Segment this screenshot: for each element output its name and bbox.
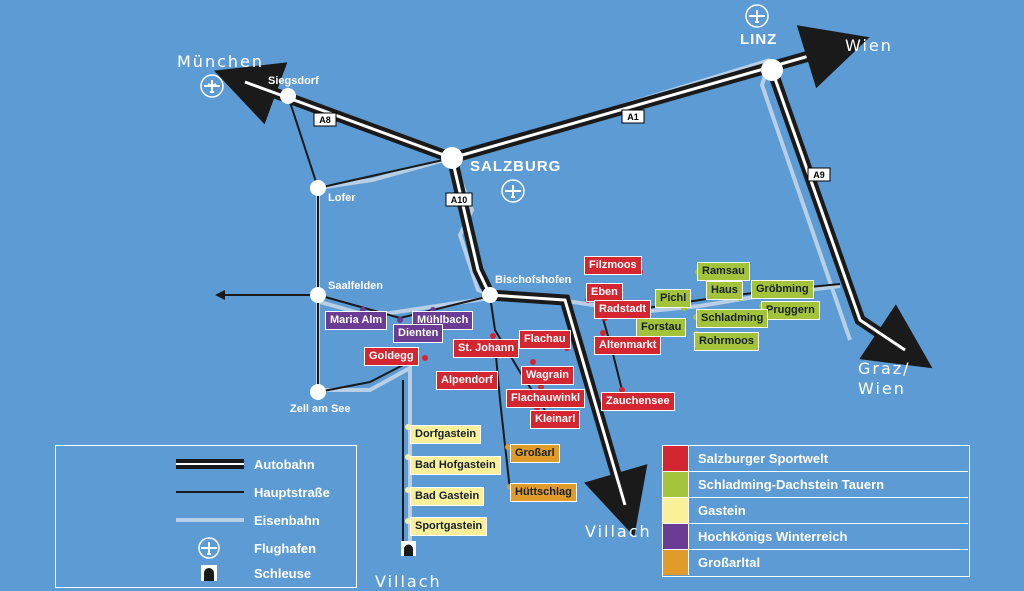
place-huettschlag: Hüttschlag	[510, 483, 577, 502]
place-bad-gastein: Bad Gastein	[410, 487, 485, 506]
label-saalfelden: Saalfelden	[328, 280, 383, 292]
place-pichl: Pichl	[655, 289, 692, 308]
legend-schleuse-label: Schleuse	[254, 565, 312, 581]
place-radstadt: Radstadt	[594, 300, 652, 319]
place-zauchensee: Zauchensee	[601, 392, 675, 411]
region-label: Schladming-Dachstein Tauern	[698, 477, 885, 492]
region-swatch	[663, 550, 689, 575]
region-sportwelt: Salzburger Sportwelt	[663, 446, 968, 472]
hauptstrasse-symbol	[176, 491, 244, 493]
airport-linz	[745, 4, 769, 28]
airplane-icon	[501, 179, 525, 203]
legend-autobahn-label: Autobahn	[254, 456, 315, 472]
region-swatch	[663, 498, 689, 523]
label-lofer: Lofer	[328, 192, 356, 204]
place-dienten: Dienten	[393, 324, 444, 343]
legend-hauptstrasse-label: Hauptstraße	[254, 484, 330, 500]
tunnel-icon-map	[401, 541, 416, 556]
road-shields: A8 A1 A10 A9	[313, 109, 831, 207]
label-zell-am-see: Zell am See	[290, 403, 351, 415]
place-schladming: Schladming	[696, 309, 769, 328]
place-kleinarl: Kleinarl	[530, 410, 581, 429]
region-hochkoenig: Hochkönigs Winterreich	[663, 524, 968, 550]
dest-graz-wien: Wien	[858, 379, 906, 398]
dest-villach-bottom: Villach	[375, 572, 442, 591]
legend-flughafen: Flughafen	[56, 536, 316, 560]
place-st-johann: St. Johann	[453, 339, 520, 358]
autobahn-symbol	[176, 459, 244, 469]
place-filzmoos: Filzmoos	[584, 256, 642, 275]
city-nodes	[280, 59, 783, 400]
node-salzburg	[441, 147, 463, 169]
airport-muenchen	[200, 74, 224, 98]
place-goldegg: Goldegg	[364, 347, 419, 366]
node-linz	[761, 59, 783, 81]
dest-villach-center: Villach	[585, 522, 652, 541]
legend-autobahn: Autobahn	[56, 456, 315, 472]
tunnel-icon	[201, 565, 217, 581]
road-a9: A9	[813, 170, 825, 180]
place-forstau: Forstau	[636, 318, 687, 337]
eisenbahn-symbol	[176, 518, 244, 522]
place-maria-alm: Maria Alm	[325, 311, 388, 330]
node-lofer	[310, 180, 326, 196]
regions-legend: Salzburger Sportwelt Schladming-Dachstei…	[662, 445, 970, 577]
road-a1: A1	[627, 112, 639, 122]
place-wagrain: Wagrain	[521, 366, 574, 385]
label-bischofshofen: Bischofshofen	[495, 274, 572, 286]
legend: Autobahn Hauptstraße Eisenbahn Flughafen…	[55, 445, 357, 588]
region-label: Großarltal	[698, 555, 761, 570]
node-zell	[310, 384, 326, 400]
label-siegsdorf: Siegsdorf	[268, 75, 319, 87]
airplane-icon	[200, 74, 224, 98]
place-pruggern: Pruggern	[761, 301, 820, 320]
region-grossarltal: Großarltal	[663, 550, 968, 575]
region-label: Salzburger Sportwelt	[698, 451, 829, 466]
region-schladming: Schladming-Dachstein Tauern	[663, 472, 968, 498]
dest-muenchen: München	[177, 52, 264, 71]
autobahn-lines	[214, 25, 933, 537]
region-label: Hochkönigs Winterreich	[698, 529, 848, 544]
place-flachau: Flachau	[519, 330, 571, 349]
place-flachauwinkl: Flachauwinkl	[506, 389, 586, 408]
place-bad-hofgastein: Bad Hofgastein	[410, 456, 501, 475]
legend-eisenbahn-label: Eisenbahn	[254, 512, 320, 528]
region-swatch	[663, 524, 689, 549]
label-salzburg: SALZBURG	[470, 158, 561, 175]
airplane-icon	[198, 537, 220, 559]
node-siegsdorf	[280, 88, 296, 104]
road-a8: A8	[319, 115, 331, 125]
place-groebming: Gröbming	[751, 280, 814, 299]
place-dorfgastein: Dorfgastein	[410, 425, 482, 444]
place-sportgastein: Sportgastein	[410, 517, 488, 536]
region-swatch	[663, 446, 689, 471]
place-rohrmoos: Rohrmoos	[694, 332, 759, 351]
place-alpendorf: Alpendorf	[436, 371, 498, 390]
label-linz: LINZ	[740, 31, 777, 48]
region-swatch	[663, 472, 689, 497]
place-altenmarkt: Altenmarkt	[594, 336, 662, 355]
place-eben: Eben	[586, 283, 623, 302]
legend-schleuse: Schleuse	[56, 564, 311, 582]
legend-flughafen-label: Flughafen	[254, 540, 317, 556]
legend-hauptstrasse: Hauptstraße	[56, 484, 330, 500]
place-ramsau: Ramsau	[697, 262, 750, 281]
region-label: Gastein	[698, 503, 746, 518]
place-haus: Haus	[706, 281, 743, 300]
node-saalfelden	[310, 287, 326, 303]
node-bischofshofen	[482, 287, 498, 303]
airport-salzburg	[501, 179, 525, 203]
region-gastein: Gastein	[663, 498, 968, 524]
place-grossarl: Großarl	[510, 444, 560, 463]
airplane-icon	[745, 4, 769, 28]
dest-graz: Graz/	[858, 359, 911, 378]
legend-eisenbahn: Eisenbahn	[56, 512, 320, 528]
road-a10: A10	[451, 195, 468, 205]
dest-wien: Wien	[845, 36, 893, 55]
